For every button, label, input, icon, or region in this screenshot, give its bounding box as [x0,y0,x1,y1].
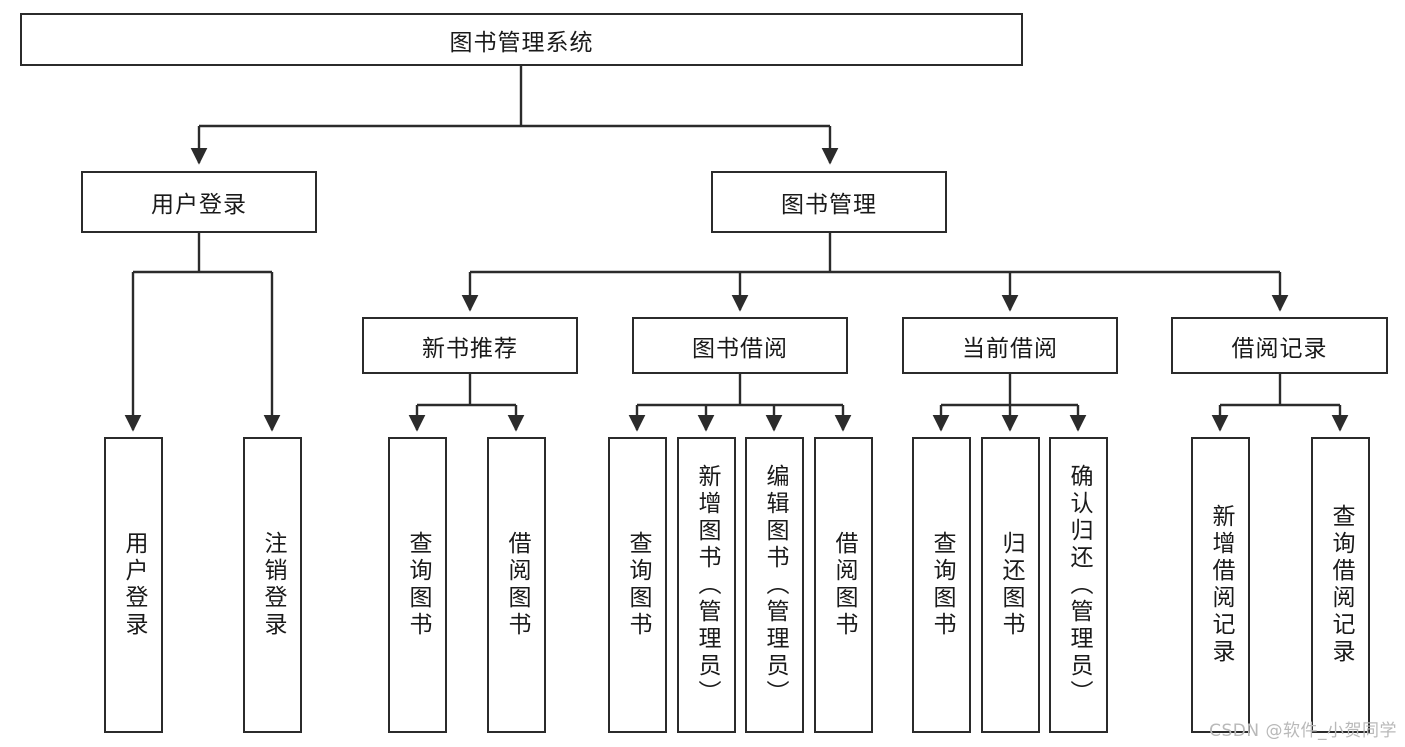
leaf-current-borrow-return-book[interactable]: 归还图书 [981,437,1040,733]
node-new-book-recommend[interactable]: 新书推荐 [362,317,578,374]
leaf-user-login-logout[interactable]: 注销登录 [243,437,302,733]
node-label: 编辑图书（管理员） [762,463,788,707]
node-label: 借阅图书 [831,531,857,639]
node-label: 图书借阅 [692,335,788,362]
node-root-book-management-system[interactable]: 图书管理系统 [20,13,1023,66]
leaf-book-borrow-borrow-book[interactable]: 借阅图书 [814,437,873,733]
node-label: 新增借阅记录 [1208,504,1234,666]
node-label: 新增图书（管理员） [694,463,720,707]
leaf-borrow-record-query-record[interactable]: 查询借阅记录 [1311,437,1370,733]
node-label: 借阅图书 [504,531,530,639]
node-label: 用户登录 [121,531,147,639]
node-label: 新书推荐 [422,335,518,362]
node-label: 借阅记录 [1231,335,1328,362]
node-label: 确认归还（管理员） [1066,463,1092,707]
node-current-borrow[interactable]: 当前借阅 [902,317,1118,374]
node-book-borrow[interactable]: 图书借阅 [632,317,848,374]
leaf-borrow-record-add-record[interactable]: 新增借阅记录 [1191,437,1250,733]
node-user-login[interactable]: 用户登录 [81,171,317,233]
leaf-book-borrow-add-book-admin[interactable]: 新增图书（管理员） [677,437,736,733]
node-label: 图书管理 [781,192,877,218]
leaf-current-borrow-query-book[interactable]: 查询图书 [912,437,971,733]
leaf-book-borrow-edit-book-admin[interactable]: 编辑图书（管理员） [745,437,804,733]
leaf-book-borrow-query-book[interactable]: 查询图书 [608,437,667,733]
node-label: 查询图书 [405,531,431,639]
node-label: 图书管理系统 [449,29,594,56]
node-label: 注销登录 [260,531,286,639]
leaf-user-login-user-login[interactable]: 用户登录 [104,437,163,733]
leaf-new-book-borrow-book[interactable]: 借阅图书 [487,437,546,733]
node-label: 归还图书 [998,531,1024,639]
node-label: 查询借阅记录 [1328,504,1354,666]
leaf-new-book-query-book[interactable]: 查询图书 [388,437,447,733]
node-label: 当前借阅 [962,335,1058,362]
node-label: 查询图书 [929,531,955,639]
node-borrow-record[interactable]: 借阅记录 [1171,317,1388,374]
node-label: 查询图书 [625,531,651,639]
node-label: 用户登录 [151,192,247,218]
node-book-management[interactable]: 图书管理 [711,171,947,233]
leaf-current-borrow-confirm-return-admin[interactable]: 确认归还（管理员） [1049,437,1108,733]
